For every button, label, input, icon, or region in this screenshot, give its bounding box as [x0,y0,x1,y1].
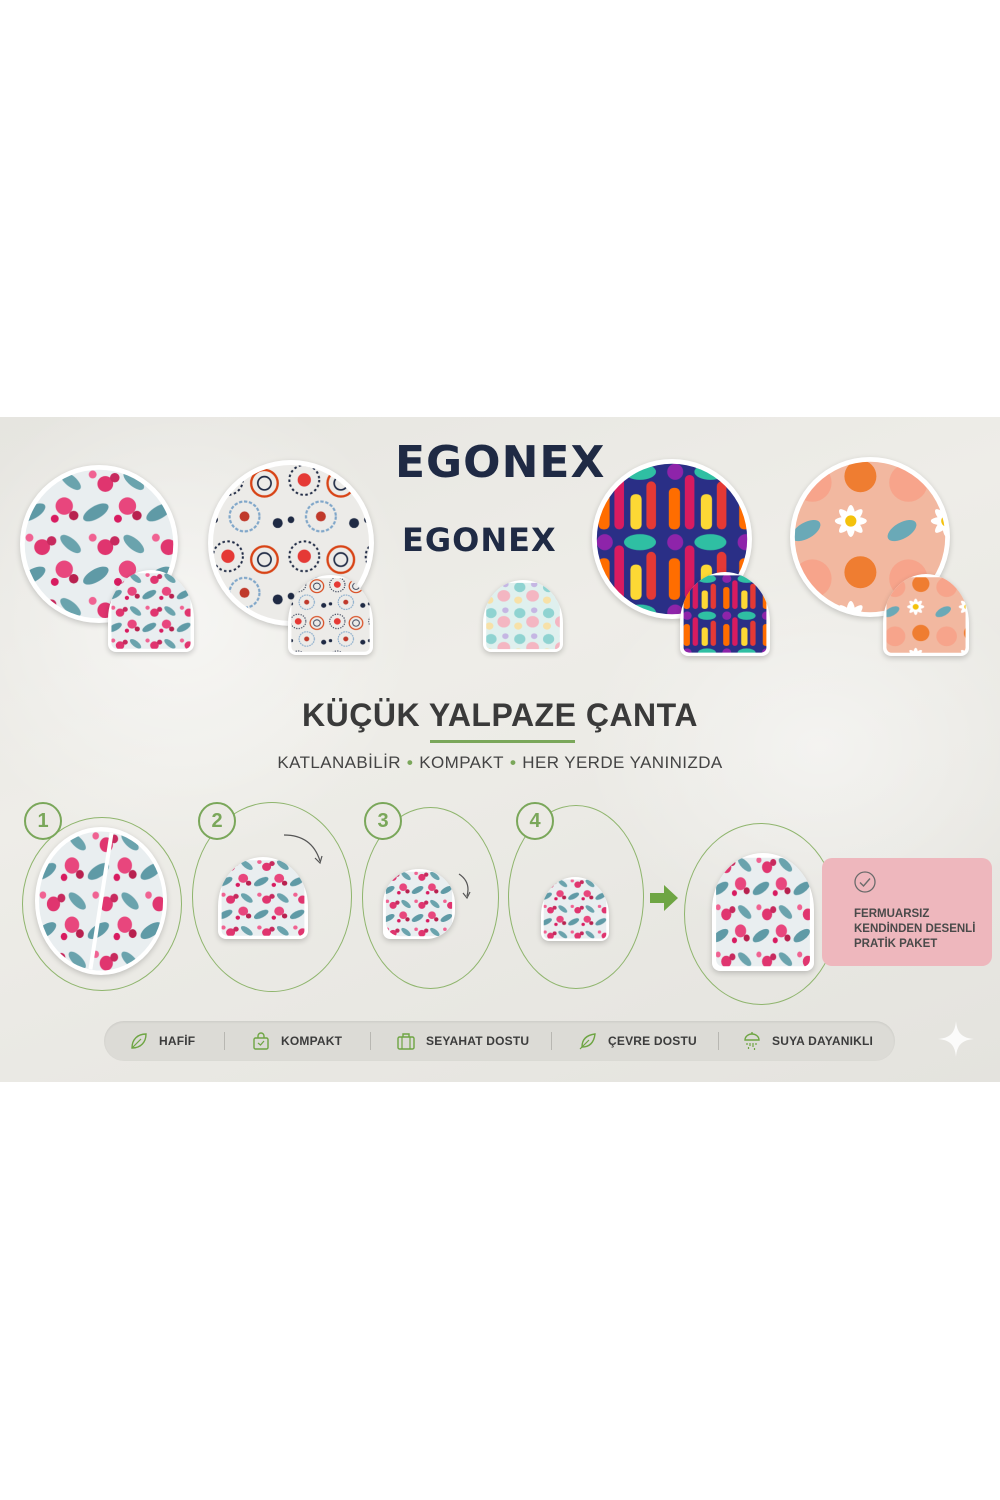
tagline-dot: • [509,753,517,772]
check-circle-icon [854,871,876,893]
step-2-image [218,857,308,939]
product-banner: EGONEX EGONEX KÜÇÜK YALPAZE ÇANTA KATLAN… [0,417,1000,1082]
feature-lightweight: HAFİF [129,1021,195,1061]
step-3-ring [362,807,499,989]
callout-line: PRATİK PAKET [854,938,938,950]
tagline-dot: • [406,753,414,772]
product-pouch-peach-floral [883,574,969,656]
callout-line: KENDİNDEN DESENLİ [854,923,976,935]
step-1-number: 1 [24,802,62,840]
feature-eco-friendly: ÇEVRE DOSTU [578,1021,697,1061]
step-3-number: 3 [364,802,402,840]
product-pouch-coral [680,572,770,656]
title-underline [430,740,575,743]
product-tagline: KATLANABİLİR • KOMPAKT • HER YERDE YANINIZDA [0,753,1000,773]
brand-logo-small: EGONEX [402,521,557,559]
tagline-item: KOMPAKT [419,753,504,772]
sparkle-icon [938,1021,974,1057]
feature-label: SUYA DAYANIKLI [772,1034,874,1048]
step-3-image [383,869,455,939]
product-title: KÜÇÜK YALPAZE ÇANTA [302,697,698,733]
product-pouch-pink-floral [108,570,194,652]
feature-label: SEYAHAT DOSTU [426,1034,530,1048]
step-4-number: 4 [516,802,554,840]
feature-label: KOMPAKT [281,1034,343,1048]
feature-water-resistant: SUYA DAYANIKLI [742,1021,873,1061]
tagline-item: KATLANABİLİR [277,753,401,772]
final-pouch-image [712,853,814,971]
step-4-ring [508,805,644,989]
divider [551,1032,552,1050]
product-pouch-pastel [483,580,563,652]
feature-label: ÇEVRE DOSTU [608,1034,697,1048]
step-1-ring [22,817,182,991]
feature-compact: KOMPAKT [251,1021,342,1061]
curve-arrow-icon [458,873,471,900]
divider [718,1032,719,1050]
bag-icon [253,1032,269,1050]
tagline-item: HER YERDE YANINIZDA [522,753,723,772]
divider [370,1032,371,1050]
divider [224,1032,225,1050]
feature-callout: FERMUARSIZ KENDİNDEN DESENLİ PRATİK PAKE… [822,858,992,966]
step-1-image [35,827,167,975]
product-pouch-circles [288,575,373,655]
curve-arrow-icon [283,834,323,865]
callout-line: FERMUARSIZ [854,908,930,920]
brand-logo: EGONEX [395,437,606,488]
feature-bar: HAFİF KOMPAKT SEYAHAT DOSTU ÇEVRE DOSTU … [104,1021,895,1061]
suitcase-icon [397,1033,415,1050]
shower-icon [744,1032,760,1050]
step-4-image [541,877,609,941]
leaf-icon [131,1033,147,1049]
arrow-right-icon [650,885,678,911]
step-2-ring [192,802,352,992]
callout-text: FERMUARSIZ KENDİNDEN DESENLİ PRATİK PAKE… [854,907,975,952]
feature-label: HAFİF [159,1034,196,1048]
feature-travel-friendly: SEYAHAT DOSTU [396,1021,529,1061]
step-2-number: 2 [198,802,236,840]
eco-leaf-icon [579,1033,596,1050]
